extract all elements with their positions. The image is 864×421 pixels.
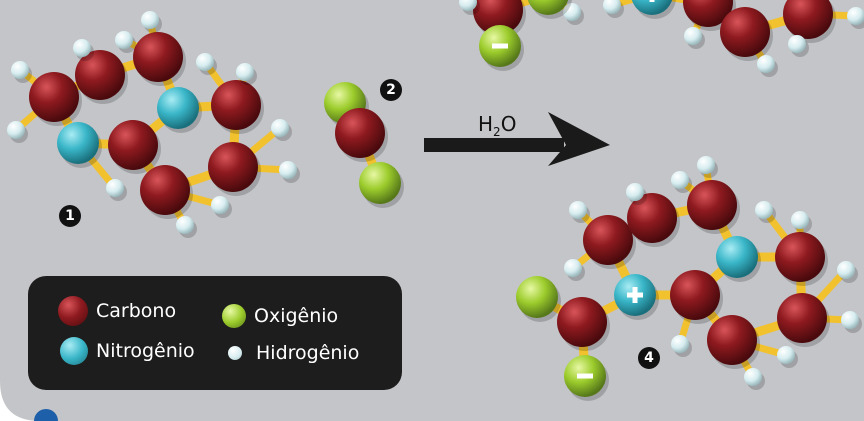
carbon-atom [777,293,827,343]
positive-charge-icon [649,0,655,2]
oxygen-swatch [222,304,246,328]
step-marker-1: 1 [59,205,81,227]
hydrogen-atom [271,119,289,137]
hydrogen-atom [196,53,214,71]
hydrogen-atom [684,27,702,45]
legend-carbon-label: Carbono [96,300,177,322]
hydrogen-atom [626,183,644,201]
hydrogen-atom [755,201,773,219]
carbon-atom [335,108,385,158]
hydrogen-atom [671,171,689,189]
carbon-atom [683,0,733,27]
step-marker-2: 2 [380,79,402,101]
hydrogen-atom [791,211,809,229]
hydrogen-atom [115,31,133,49]
legend-hydrogen-label: Hidrogênio [256,342,360,364]
carbon-atom [687,180,737,230]
carbon-atom [783,0,833,39]
atom-legend: Carbono Oxigênio Nitrogênio Hidrogênio [28,276,402,390]
carbon-atom [211,80,261,130]
carbon-atom [108,120,158,170]
nitrogen-atom [157,87,199,129]
hydrogen-atom [744,368,762,386]
hydrogen-atom [211,196,229,214]
hydrogen-atom [73,39,91,57]
hydrogen-atom [603,0,621,14]
carbon-atom [473,0,523,35]
oxygen-atom [527,0,569,15]
step-marker-4: 4 [638,347,660,369]
nitrogen-atom [57,122,99,164]
legend-nitrogen-label: Nitrogênio [96,340,195,362]
hydrogen-atom [7,121,25,139]
legend-carbon: Carbono [58,296,176,326]
hydrogen-atom [837,261,855,279]
legend-hydrogen: Hidrogênio [228,342,359,364]
reaction-arrow [424,112,610,166]
hydrogen-atom [106,179,124,197]
hydrogen-atom [788,35,806,53]
nitrogen-atom [716,236,758,278]
nitrogen-swatch [60,337,88,365]
carbon-atom [627,193,677,243]
water-label: H2O [478,112,517,139]
hydrogen-atom [11,61,29,79]
hydrogen-atom [563,3,581,21]
legend-nitrogen: Nitrogênio [60,337,195,365]
hydrogen-atom [236,63,254,81]
carbon-swatch [58,296,88,326]
carbon-atom [670,270,720,320]
carbon-atom [29,72,79,122]
hydrogen-swatch [228,346,242,360]
hydrogen-atom [847,7,864,25]
carbon-atom [720,7,770,57]
hydrogen-atom [671,335,689,353]
hydrogen-atom [569,201,587,219]
corner-dot [34,409,58,421]
positive-charge-icon [627,287,643,303]
hydrogen-atom [697,156,715,174]
carbon-atom [557,297,607,347]
hydrogen-atom [141,11,159,29]
hydrogen-atom [777,346,795,364]
carbon-atom [140,165,190,215]
hydrogen-atom [459,0,477,11]
negative-charge-icon [577,373,593,379]
carbon-atom [707,315,757,365]
carbon-atom [775,232,825,282]
oxygen-atom [359,162,401,204]
carbon-atom [133,32,183,82]
nitrogen-atom [631,0,673,15]
hydrogen-atom [564,259,582,277]
carbon-atom [75,50,125,100]
hydrogen-atom [841,311,859,329]
carbon-atom [208,142,258,192]
oxygen-atom [516,276,558,318]
hydrogen-atom [279,161,297,179]
hydrogen-atom [757,55,775,73]
carbon-atom [583,215,633,265]
legend-oxygen: Oxigênio [222,304,338,328]
hydrogen-atom [176,216,194,234]
legend-oxygen-label: Oxigênio [254,305,339,327]
negative-charge-icon [492,43,508,49]
